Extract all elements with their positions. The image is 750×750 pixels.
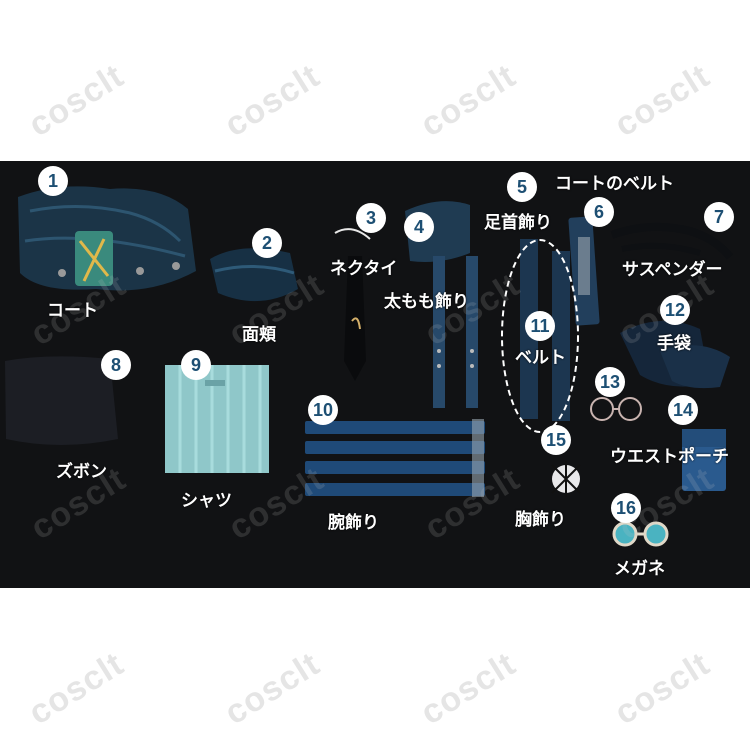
item-number-badge: 12 [660,295,690,325]
item-number-badge: 6 [584,197,614,227]
item-label-chest-ornament: 胸飾り [515,510,566,530]
item-number-badge: 10 [308,395,338,425]
item-label-shirt: シャツ [181,491,232,511]
item-number-badge: 16 [611,493,641,523]
item-number-badge: 7 [704,202,734,232]
item-number-badge: 4 [404,212,434,242]
item-number-badge: 8 [101,350,131,380]
shirt-item [165,365,269,473]
item-label-ankle-decoration: 足首飾り [484,213,552,233]
item-number-badge: 13 [595,367,625,397]
item-label-coat-belt: コートのベルト [555,174,674,194]
coat-item [18,186,196,291]
item-label-glasses: メガネ [614,559,665,579]
item-label-belt: ベルト [515,348,566,368]
item-number-badge: 1 [38,166,68,196]
item-label-gloves: 手袋 [657,334,691,354]
watermark: cosclt [22,56,131,145]
item-number-badge: 15 [541,425,571,455]
item-number-badge: 11 [525,311,555,341]
item-number-badge: 5 [507,172,537,202]
trousers-item [5,356,118,445]
watermark: cosclt [608,56,717,145]
watermark: cosclt [414,56,523,145]
necktie-item [334,228,371,381]
watermark: cosclt [218,56,327,145]
item-label-thigh-decoration: 太もも飾り [384,292,469,312]
chest-ornament-item [551,461,581,497]
item-label-arm-decorations: 腕飾り [328,513,379,533]
gloves-item [620,320,730,389]
waist-pouch-item [682,429,726,491]
item-number-badge: 14 [668,395,698,425]
face-guard-item [210,248,298,302]
arm-decorations-item [305,419,485,497]
item-number-badge: 9 [181,350,211,380]
small-glasses-item [590,397,642,421]
item-label-trousers: ズボン [56,462,107,482]
watermark: cosclt [608,644,717,733]
item-label-suspenders: サスペンダー [622,260,723,280]
item-number-badge: 3 [356,203,386,233]
costume-items-illustration [5,186,734,547]
suspenders-item [610,222,734,260]
item-label-necktie: ネクタイ [330,259,398,279]
product-photo: cosclt cosclt cosclt cosclt cosclt coscl… [0,161,750,588]
goggles-item [612,521,669,547]
item-label-waist-pouch: ウエストポーチ [610,447,729,467]
watermark: cosclt [414,644,523,733]
watermark: cosclt [22,644,131,733]
item-label-face-guard: 面頬 [242,325,276,345]
thigh-decoration-item [405,201,478,408]
watermark: cosclt [218,644,327,733]
item-label-coat: コート [47,301,98,321]
item-number-badge: 2 [252,228,282,258]
coat-belt-item [568,216,600,326]
